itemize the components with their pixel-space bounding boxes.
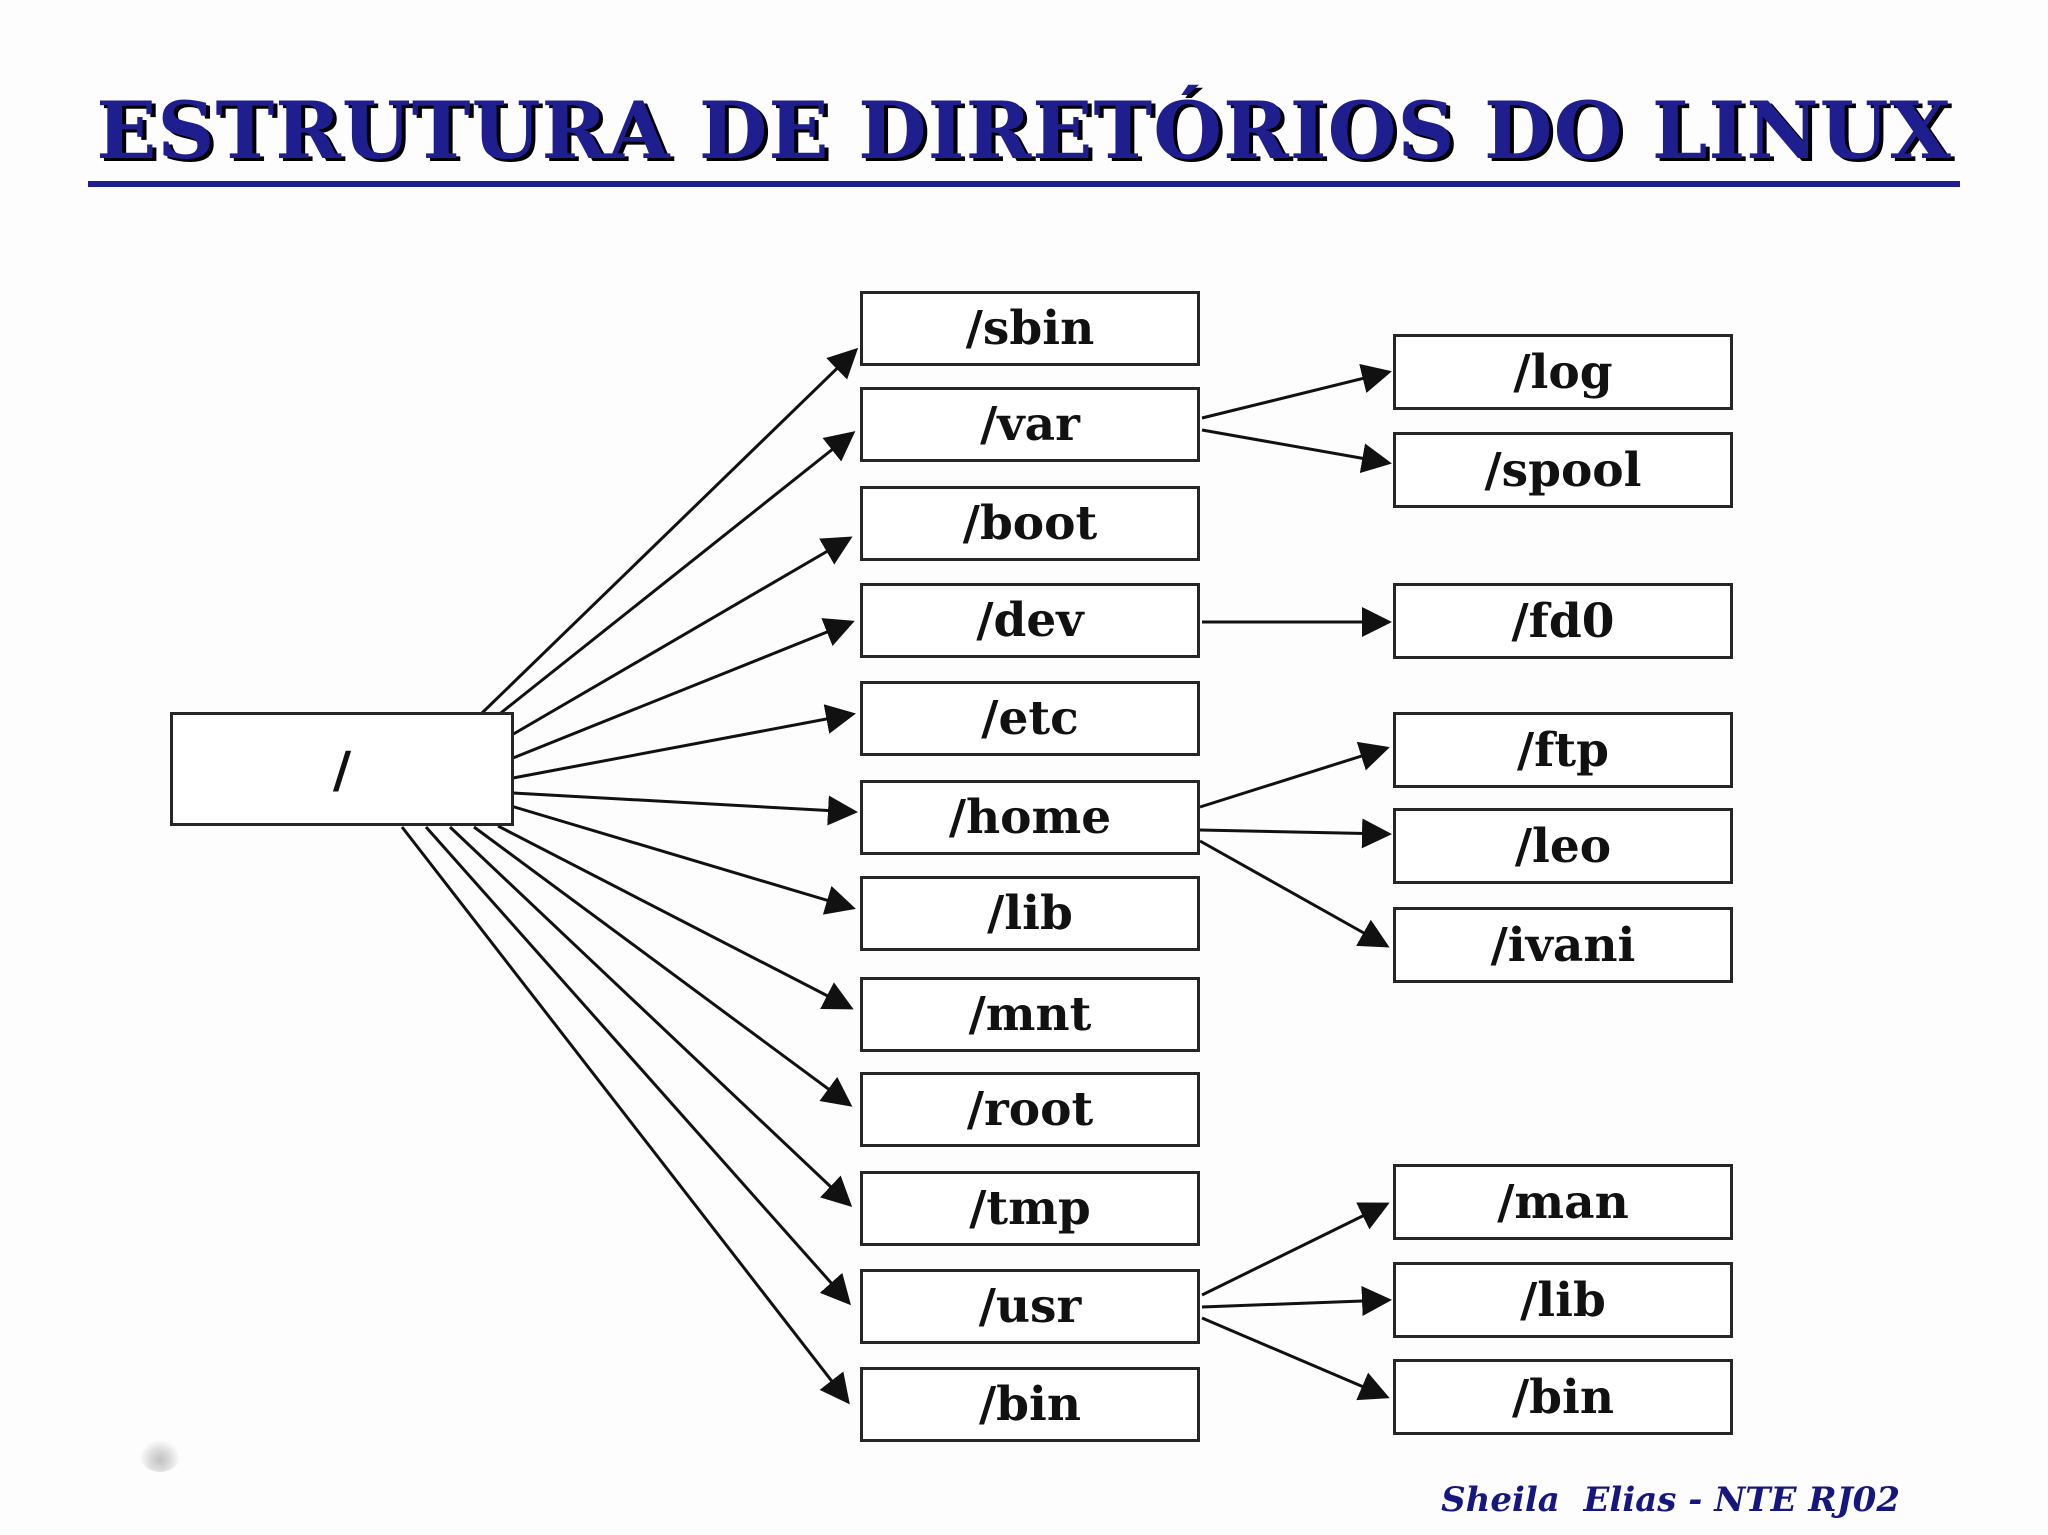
node-usr-man: /man: [1393, 1164, 1733, 1240]
node-label: /lib: [1520, 1272, 1606, 1328]
node-label: /leo: [1514, 818, 1612, 874]
node-home-ftp: /ftp: [1393, 712, 1733, 788]
node-label: /etc: [981, 691, 1079, 746]
node-root: /: [170, 712, 514, 826]
node-boot: /boot: [860, 486, 1200, 561]
node-home-leo: /leo: [1393, 808, 1733, 884]
node-label: /log: [1513, 344, 1613, 400]
node-label: /sbin: [965, 301, 1095, 356]
node-root-label: /: [332, 739, 352, 799]
node-label: /man: [1497, 1174, 1629, 1230]
credit-text: Sheila Elias - NTE RJ02: [1441, 1480, 1900, 1520]
node-label: /ftp: [1517, 722, 1609, 778]
node-tmp: /tmp: [860, 1171, 1200, 1246]
node-dev: /dev: [860, 583, 1200, 658]
node-home-ivani: /ivani: [1393, 907, 1733, 983]
node-label: /lib: [987, 886, 1073, 941]
node-label: /usr: [978, 1279, 1082, 1334]
node-home: /home: [860, 780, 1200, 855]
node-sbin: /sbin: [860, 291, 1200, 366]
page-title: ESTRUTURA DE DIRETÓRIOS DO LINUX: [0, 84, 2048, 187]
watermark-dot: [140, 1440, 180, 1472]
node-var: /var: [860, 387, 1200, 462]
node-usr-bin: /bin: [1393, 1359, 1733, 1435]
node-bin: /bin: [860, 1367, 1200, 1442]
node-rootdir: /root: [860, 1072, 1200, 1147]
node-dev-fd0: /fd0: [1393, 583, 1733, 659]
node-label: /ivani: [1490, 917, 1636, 973]
node-usr: /usr: [860, 1269, 1200, 1344]
node-label: /home: [948, 790, 1112, 845]
node-label: /var: [980, 397, 1080, 452]
page-title-text: ESTRUTURA DE DIRETÓRIOS DO LINUX: [88, 84, 1960, 187]
node-usr-lib: /lib: [1393, 1262, 1733, 1338]
node-label: /tmp: [969, 1181, 1091, 1236]
node-label: /mnt: [968, 987, 1092, 1042]
node-label: /root: [966, 1082, 1094, 1137]
node-label: /spool: [1484, 442, 1642, 498]
node-etc: /etc: [860, 681, 1200, 756]
node-label: /fd0: [1511, 593, 1615, 649]
node-lib: /lib: [860, 876, 1200, 951]
node-label: /bin: [1511, 1369, 1615, 1425]
node-label: /dev: [976, 593, 1084, 648]
node-var-spool: /spool: [1393, 432, 1733, 508]
node-mnt: /mnt: [860, 977, 1200, 1052]
node-var-log: /log: [1393, 334, 1733, 410]
node-label: /bin: [978, 1377, 1082, 1432]
node-label: /boot: [962, 496, 1098, 551]
